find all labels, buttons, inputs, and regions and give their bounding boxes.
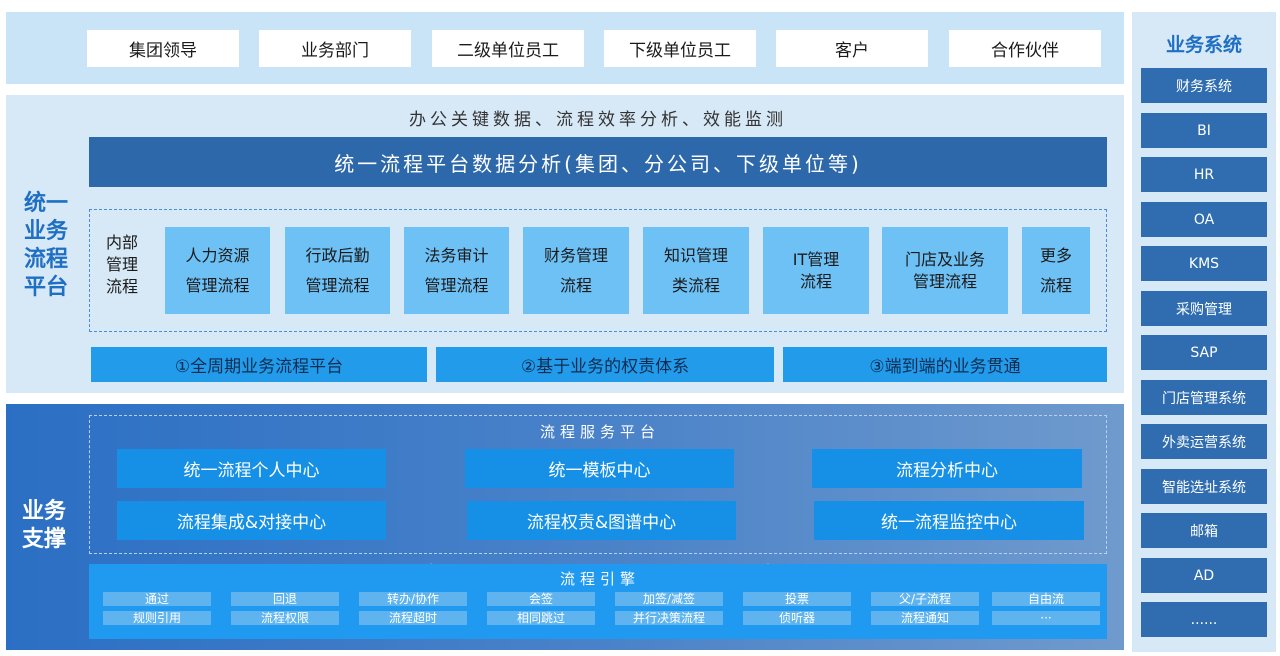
internal-process-frame (89, 209, 1107, 332)
feature-end-to-end: ③端到端的业务贯通 (783, 347, 1107, 382)
engine-cell: 流程通知 (871, 611, 979, 625)
internal-process-label: 内部 管理 流程 (105, 233, 138, 296)
system-kms: KMS (1141, 246, 1267, 281)
user-customers: 客户 (776, 30, 928, 67)
engine-cell: 并行决策流程 (615, 611, 723, 625)
engine-cell: 流程超时 (359, 611, 467, 625)
process-more: 更多流程 (1022, 227, 1090, 314)
process-finance: 财务管理流程 (523, 227, 629, 314)
engine-cell: 通过 (103, 592, 211, 606)
process-it: IT管理流程 (763, 227, 869, 314)
engine-cell: 投票 (743, 592, 851, 606)
service-monitor-center: 统一流程监控中心 (814, 501, 1084, 540)
service-integration-center: 流程集成&对接中心 (117, 501, 386, 540)
service-platform-title: 流程服务平台 (539, 422, 660, 441)
engine-cell: 父/子流程 (871, 592, 979, 606)
process-admin: 行政后勤管理流程 (285, 227, 390, 314)
system-hr: HR (1141, 157, 1267, 192)
analytics-banner: 统一流程平台数据分析(集团、分公司、下级单位等) (89, 137, 1107, 187)
platform-side-label: 统一 业务 流程 平台 (23, 191, 68, 300)
engine-cell: 相同跳过 (487, 611, 595, 625)
process-legal: 法务审计管理流程 (404, 227, 509, 314)
system-sap: SAP (1141, 335, 1267, 370)
engine-cell: 会签 (487, 592, 595, 606)
user-secondary-staff: 二级单位员工 (432, 30, 584, 67)
engine-cell: 回退 (231, 592, 339, 606)
engine-cell: 规则引用 (103, 611, 211, 625)
service-platform-frame (89, 415, 1107, 554)
system-site-selection: 智能选址系统 (1141, 469, 1267, 504)
process-hr: 人力资源管理流程 (165, 227, 270, 314)
system-mail: 邮箱 (1141, 513, 1267, 548)
service-template-center: 统一模板中心 (465, 449, 734, 488)
system-ad: AD (1141, 558, 1267, 593)
feature-authority: ②基于业务的权责体系 (436, 347, 774, 382)
system-finance: 财务系统 (1141, 68, 1267, 103)
user-subordinate-staff: 下级单位员工 (604, 30, 756, 67)
process-engine-title: 流程引擎 (559, 569, 640, 588)
feature-lifecycle: ①全周期业务流程平台 (91, 347, 427, 382)
service-analysis-center: 流程分析中心 (812, 449, 1082, 488)
kpi-line: 办公关键数据、流程效率分析、效能监测 (409, 109, 787, 130)
user-business-dept: 业务部门 (259, 30, 411, 67)
engine-cell: 转办/协作 (359, 592, 467, 606)
system-delivery-ops: 外卖运营系统 (1141, 424, 1267, 459)
engine-cell: 加签/减签 (615, 592, 723, 606)
process-store: 门店及业务管理流程 (882, 227, 1008, 314)
business-systems-title: 业务系统 (1165, 33, 1242, 56)
system-procurement: 采购管理 (1141, 291, 1267, 326)
system-more: ...... (1141, 602, 1267, 637)
system-bi: BI (1141, 113, 1267, 148)
engine-cell: 自由流 (992, 592, 1100, 606)
user-group-leaders: 集团领导 (87, 30, 239, 67)
process-knowledge: 知识管理类流程 (643, 227, 749, 314)
service-personal-center: 统一流程个人中心 (117, 449, 386, 488)
engine-cell: 侦听器 (743, 611, 851, 625)
system-store-management: 门店管理系统 (1141, 380, 1267, 415)
service-authority-graph-center: 流程权责&图谱中心 (467, 501, 736, 540)
support-side-label: 业务 支撑 (21, 499, 66, 552)
business-systems-panel (1132, 12, 1276, 652)
engine-cell: 流程权限 (231, 611, 339, 625)
engine-cell: ··· (992, 611, 1100, 625)
user-partners: 合作伙伴 (949, 30, 1101, 67)
system-oa: OA (1141, 202, 1267, 237)
